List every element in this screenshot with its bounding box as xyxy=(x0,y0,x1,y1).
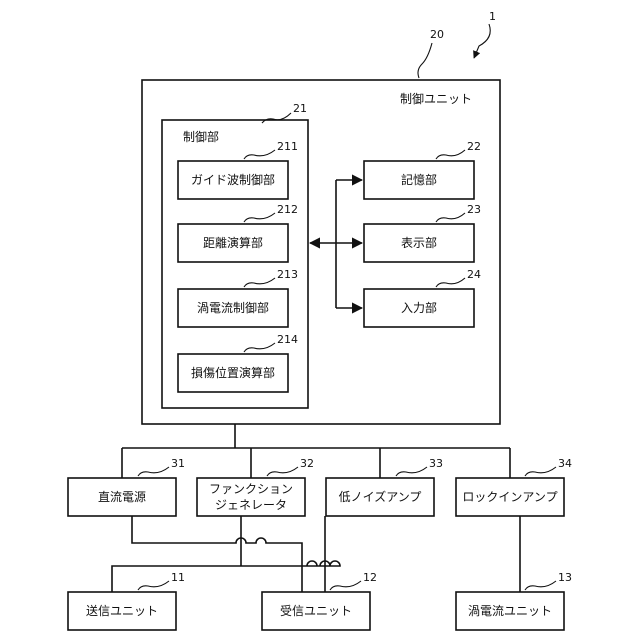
bottom-unit-leader xyxy=(330,581,361,590)
bottom-unit-label: 受信ユニット xyxy=(280,604,352,618)
middle-unit-leader xyxy=(396,467,427,476)
sub-block-ref: 213 xyxy=(277,268,298,281)
sub-block-ref: 214 xyxy=(277,333,298,346)
middle-unit-leader xyxy=(267,467,298,476)
sub-block-label: ガイド波制御部 xyxy=(191,172,275,187)
bottom-unit-label: 渦電流ユニット xyxy=(468,603,552,618)
middle-unit-label: 直流電源 xyxy=(98,490,146,504)
sub-block-label: 損傷位置演算部 xyxy=(191,365,275,380)
middle-unit-label: 低ノイズアンプ xyxy=(339,489,422,504)
control-unit-leader xyxy=(418,43,432,78)
bottom-unit-leader xyxy=(138,581,169,590)
side-block-label: 記憶部 xyxy=(401,172,437,187)
sub-block-label: 距離演算部 xyxy=(203,235,263,250)
bottom-unit-ref: 12 xyxy=(363,571,377,584)
middle-unit-leader xyxy=(525,467,556,476)
system-ref-arrow xyxy=(474,24,490,58)
middle-unit-label-line1: ファンクション xyxy=(209,482,293,496)
bottom-unit-leader xyxy=(525,581,556,590)
bottom-unit-ref: 11 xyxy=(171,571,185,584)
control-unit-ref: 20 xyxy=(430,28,444,41)
wire-function-generator-to-transmitter xyxy=(112,516,340,592)
sub-block-ref: 212 xyxy=(277,203,298,216)
middle-unit-ref: 34 xyxy=(558,457,572,470)
system-ref-label: 1 xyxy=(489,10,496,23)
middle-unit-ref: 31 xyxy=(171,457,185,470)
middle-unit-label: ロックインアンプ xyxy=(462,490,557,504)
side-block-ref: 23 xyxy=(467,203,481,216)
control-unit-label: 制御ユニット xyxy=(400,91,472,106)
sub-block-label: 渦電流制御部 xyxy=(197,300,269,315)
bottom-unit-ref: 13 xyxy=(558,571,572,584)
control-section-label: 制御部 xyxy=(183,129,219,144)
side-block-ref: 22 xyxy=(467,140,481,153)
middle-unit-label-line2: ジェネレータ xyxy=(215,498,287,512)
bottom-unit-label: 送信ユニット xyxy=(86,603,158,618)
control-section-ref: 21 xyxy=(293,102,307,115)
middle-unit-ref: 32 xyxy=(300,457,314,470)
side-block-label: 入力部 xyxy=(401,300,437,315)
middle-unit-ref: 33 xyxy=(429,457,443,470)
side-block-label: 表示部 xyxy=(401,235,437,250)
sub-block-ref: 211 xyxy=(277,140,298,153)
wire-dc-power-to-receiver xyxy=(132,516,302,592)
side-block-ref: 24 xyxy=(467,268,481,281)
middle-unit-leader xyxy=(138,467,169,476)
